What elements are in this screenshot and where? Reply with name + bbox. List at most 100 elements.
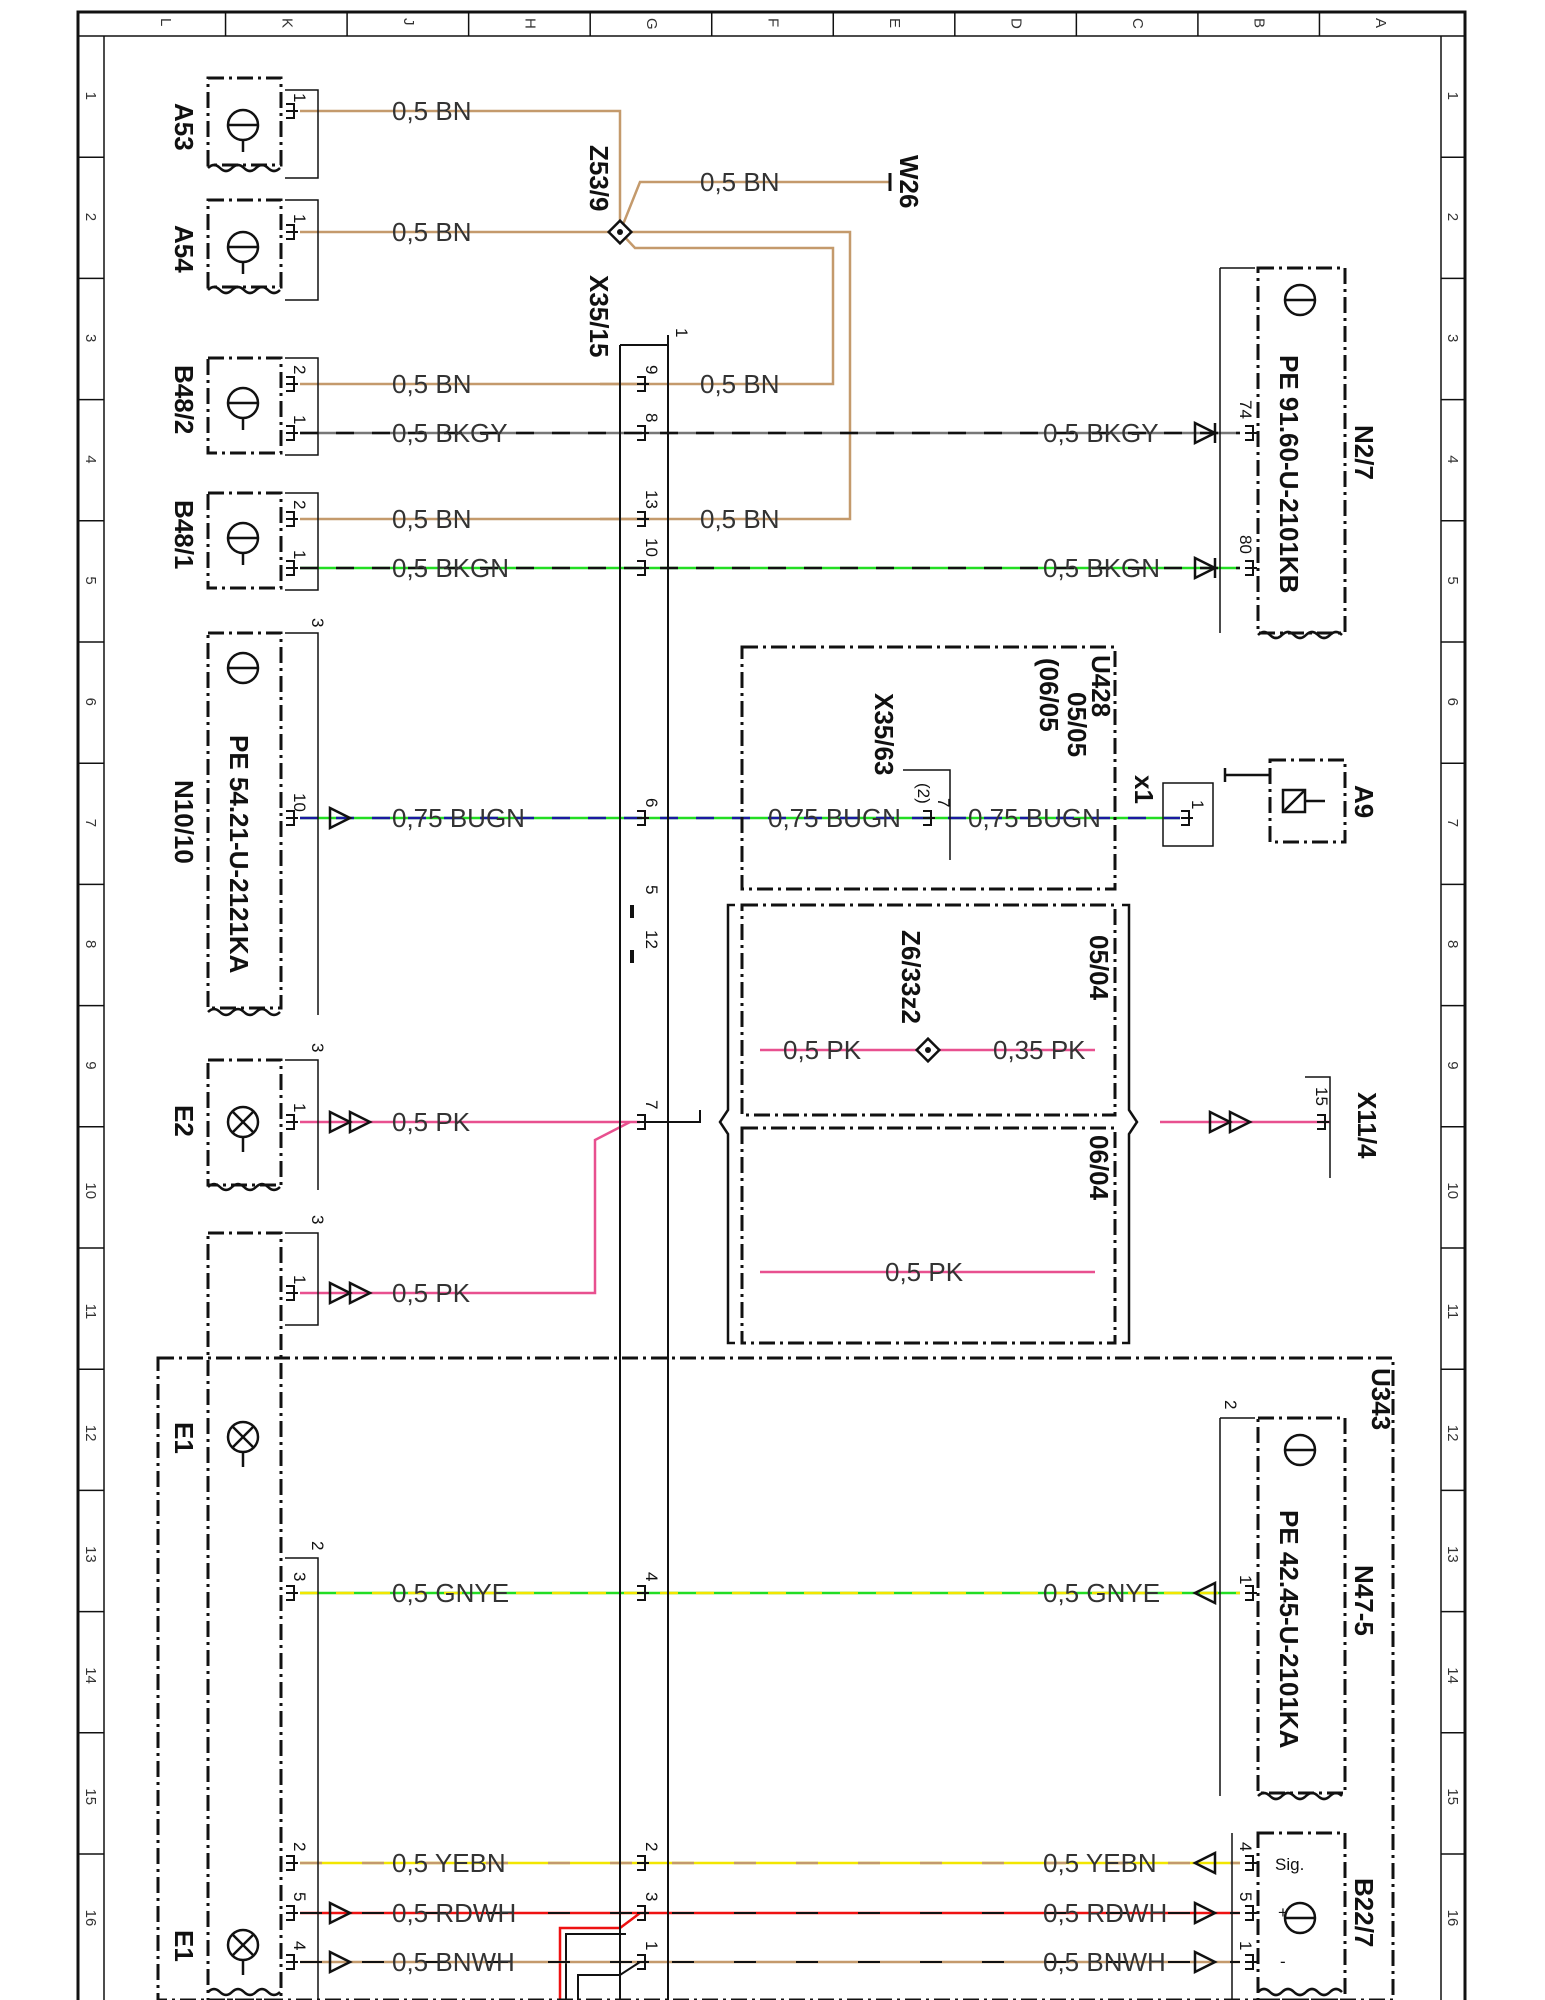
wire-z53-to-b48-2 [600,231,835,386]
wl-rdwh-l: 0,5 RDWH [392,1898,516,1928]
row-label-left-4: 4 [82,455,99,463]
svg-text:9: 9 [642,365,661,374]
row-label-right-15: 15 [1444,1788,1461,1805]
row-label-left-8: 8 [82,940,99,948]
row-label-left-6: 6 [82,698,99,706]
label-a9: A9 [1349,785,1379,818]
label-e1-bottom: E1 [169,1930,199,1962]
svg-text:1: 1 [1188,800,1207,809]
label-n10-10-pe: PE 54.21-U-2121KA [224,735,254,974]
svg-text:3: 3 [290,1572,309,1581]
wire-w26-bn [618,180,890,233]
box-n2-7 [1256,266,1347,635]
row-label-right-3: 3 [1444,334,1461,342]
row-ticks [78,156,1465,1855]
wire-z53-to-b48-1 [600,230,852,521]
row-label-right-10: 10 [1444,1182,1461,1199]
label-b48-2: B48/2 [169,365,199,434]
row-label-right-9: 9 [1444,1061,1461,1069]
wavy-edges [207,163,1343,1997]
svg-text:1: 1 [290,550,309,559]
box-a54 [206,198,283,289]
svg-text:5: 5 [290,1892,309,1901]
splice-points [606,218,942,1064]
label-b22-7: B22/7 [1349,1878,1379,1947]
wl-bkgn-r: 0,5 BKGN [1043,553,1160,583]
svg-text:(2): (2) [914,783,933,804]
svg-text:15: 15 [1312,1087,1331,1106]
label-a53: A53 [169,103,199,151]
n10-10-module-icon [226,651,260,685]
label-u428: U428 [1086,655,1116,717]
box-u428 [740,645,1117,891]
box-b48-1 [206,491,283,590]
wl-pk-e2: 0,5 PK [392,1107,471,1137]
row-label-right-16: 16 [1444,1910,1461,1927]
a9-actuator-icon [1223,768,1325,814]
label-u343: U343 [1366,1368,1396,1430]
box-u343 [156,1356,1395,2000]
wl-b48-1: 0,5 BN [392,504,472,534]
svg-text:74: 74 [1236,400,1255,419]
sensor-symbols [226,108,1325,1975]
box-e1 [206,1231,283,2000]
b48-2-sensor-icon [226,386,260,430]
label-z53-9: Z53/9 [584,145,614,212]
label-b48-1: B48/1 [169,500,199,569]
label-plus: + [1278,1903,1288,1922]
row-label-left-1: 1 [82,92,99,100]
svg-text:80: 80 [1236,535,1255,554]
row-label-right-2: 2 [1444,213,1461,221]
wl-b48-1-r: 0,5 BN [700,504,780,534]
label-n47-5: N47-5 [1349,1565,1379,1636]
wire-e1-pk [300,1120,631,1295]
wl-bugn-r: 0,75 BUGN [968,803,1101,833]
wl-a54: 0,5 BN [392,217,472,247]
column-label-e: E [886,18,903,28]
svg-text:2: 2 [308,1541,327,1550]
svg-text:1: 1 [290,214,309,223]
label-x35-63: X35/63 [869,693,899,775]
svg-text:1: 1 [1236,1941,1255,1950]
connector-housings [285,89,1331,2000]
svg-text:3: 3 [642,1892,661,1901]
box-a9 [1268,758,1347,844]
label-u428-a: 05/05 [1062,692,1092,757]
row-label-right-1: 1 [1444,92,1461,100]
label-x35-15: X35/15 [584,275,614,357]
wl-bkgy-r: 0,5 BKGY [1043,418,1159,448]
row-label-left-7: 7 [82,819,99,827]
box-z6-0504 [740,903,1117,1117]
svg-text:4: 4 [642,1572,661,1581]
component-labels: A53 A54 B48/2 B48/1 N10/10 PE 54.21-U-21… [169,103,1396,1971]
wl-pk-e1: 0,5 PK [392,1278,471,1308]
svg-text:1: 1 [672,328,691,337]
svg-text:3: 3 [308,1215,327,1224]
wl-bkgn-l: 0,5 BKGN [392,553,509,583]
row-label-right-13: 13 [1444,1546,1461,1563]
label-x11-4: X11/4 [1352,1092,1382,1159]
row-label-left-15: 15 [82,1788,99,1805]
a53-sensor-icon [226,108,260,152]
svg-text:2: 2 [290,500,309,509]
row-label-right-5: 5 [1444,576,1461,584]
svg-text:3: 3 [308,618,327,627]
svg-text:1: 1 [1236,1575,1255,1584]
e2-lamp-icon [226,1105,260,1152]
wl-gnye-r: 0,5 GNYE [1043,1578,1160,1608]
column-label-j: J [400,18,417,26]
a54-sensor-icon [226,230,260,274]
svg-text:12: 12 [642,930,661,949]
row-label-left-9: 9 [82,1061,99,1069]
svg-text:1: 1 [290,415,309,424]
svg-text:5: 5 [642,885,661,894]
column-label-c: C [1129,18,1146,29]
wire-a53-bn [300,109,622,232]
row-label-right-12: 12 [1444,1425,1461,1442]
wl-bugn-l: 0,75 BUGN [392,803,525,833]
wl-rdwh-r: 0,5 RDWH [1043,1898,1167,1928]
box-z6-0604 [740,1126,1117,1345]
component-boxes [156,76,1395,2000]
wl-pk-z6-r: 0,35 PK [993,1035,1086,1065]
